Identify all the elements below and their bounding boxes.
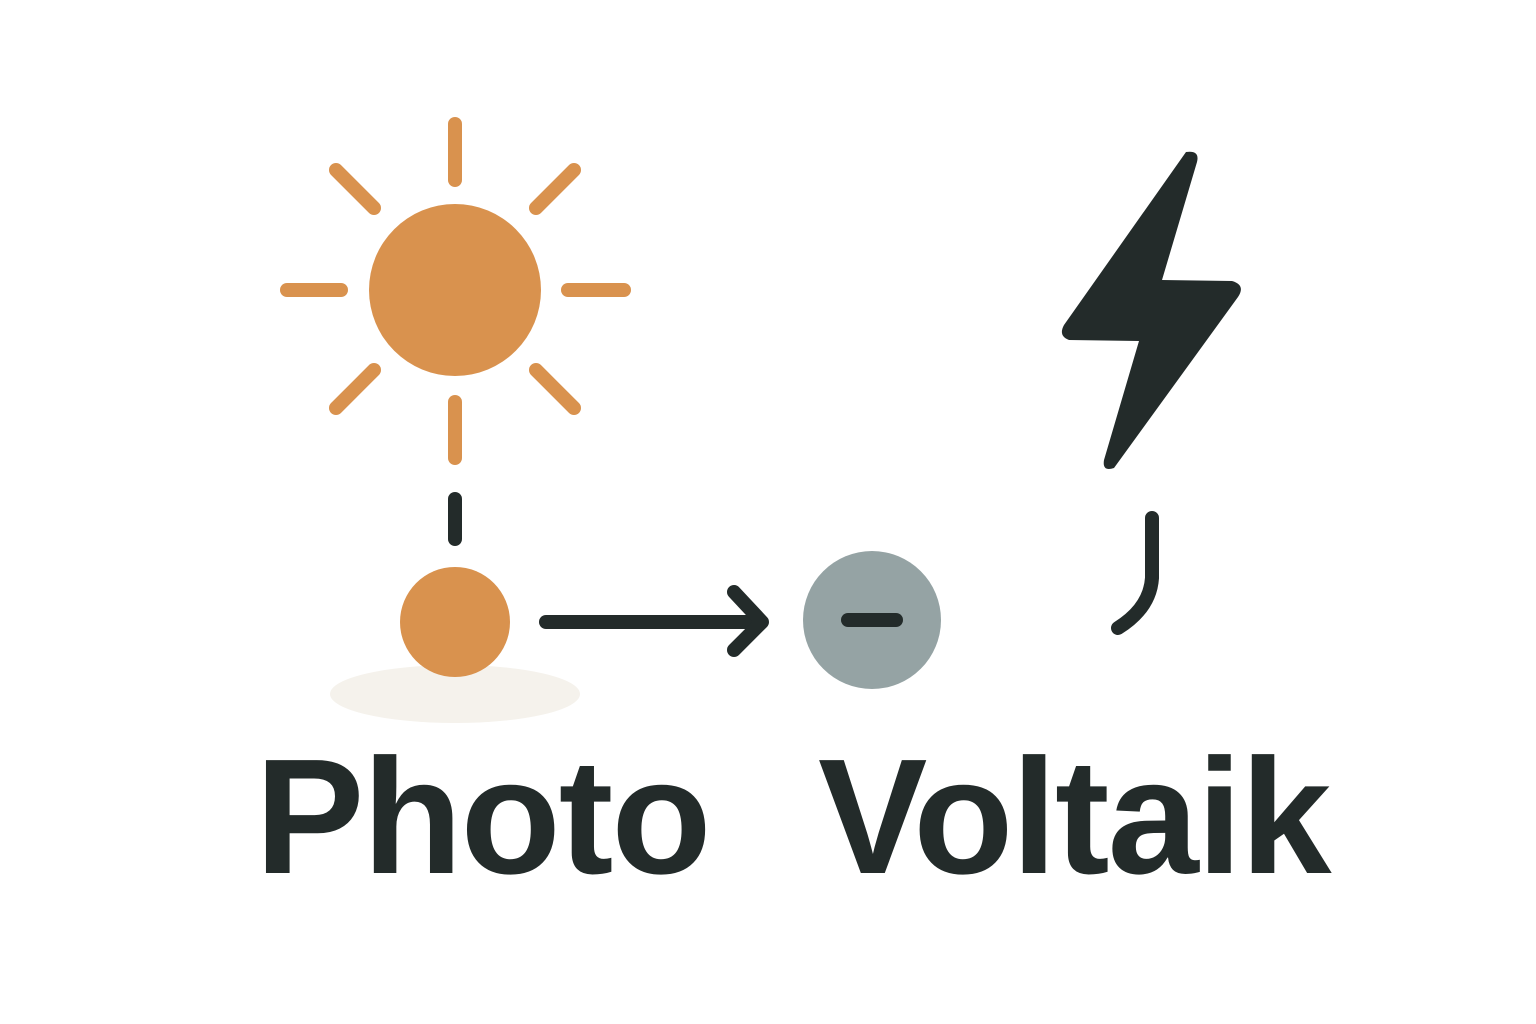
shadow — [330, 665, 580, 723]
arrow-right-icon — [539, 585, 769, 657]
sun-icon — [280, 117, 631, 465]
electron-minus-icon — [803, 551, 941, 689]
lightning-bolt-icon — [1061, 151, 1241, 469]
photon-icon — [400, 567, 510, 677]
label-photo: Photo — [255, 725, 712, 908]
label-voltaik: Voltaik — [818, 725, 1332, 908]
wire-icon — [1111, 511, 1159, 635]
